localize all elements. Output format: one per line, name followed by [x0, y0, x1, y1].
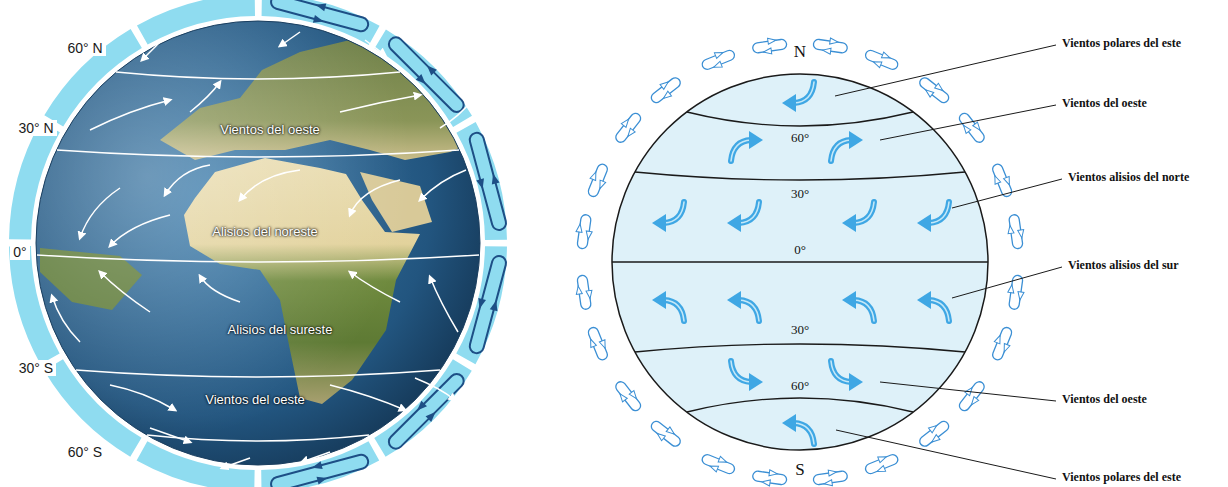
- cell-loop: [268, 0, 511, 487]
- wind-label: Vientos del oeste: [220, 123, 320, 138]
- cell-loop: [574, 36, 1026, 487]
- wind-label: Vientos del oeste: [1062, 393, 1147, 407]
- latitude-line: [37, 72, 479, 441]
- wind-label: Vientos alisios del sur: [1068, 259, 1179, 273]
- pole-label: N: [794, 42, 806, 62]
- wind-label: Vientos polares del este: [1062, 37, 1181, 51]
- wind-label: Alisios del noreste: [212, 225, 318, 240]
- latitude-label: 30°: [791, 187, 809, 202]
- latitude-label: 60°: [791, 379, 809, 394]
- wind-label: Alisios del sureste: [228, 323, 333, 338]
- wind-label: Vientos alisios del norte: [1068, 171, 1189, 185]
- wind-label: Vientos polares del este: [1062, 471, 1181, 485]
- cell-ring: [20, 5, 496, 481]
- wind-label: Vientos del oeste: [1062, 97, 1147, 111]
- pole-label: S: [795, 460, 804, 480]
- earth-circle: [612, 74, 988, 450]
- latitude-label: 30° S: [16, 360, 56, 376]
- latitude-label: 30°: [791, 323, 809, 338]
- latitude-label: 60° S: [65, 444, 105, 460]
- leader-line: [835, 45, 1062, 479]
- wind-arrow: [52, 32, 472, 468]
- latitude-label: 0°: [794, 243, 806, 258]
- wind-label: Vientos del oeste: [205, 393, 305, 408]
- wind-arrow: [652, 82, 949, 444]
- latitude-label: 0°: [10, 244, 29, 260]
- latitude-label: 60° N: [64, 40, 105, 56]
- globe: [36, 21, 500, 465]
- latitude-label: 30° N: [15, 120, 56, 136]
- latitude-label: 60°: [791, 131, 809, 146]
